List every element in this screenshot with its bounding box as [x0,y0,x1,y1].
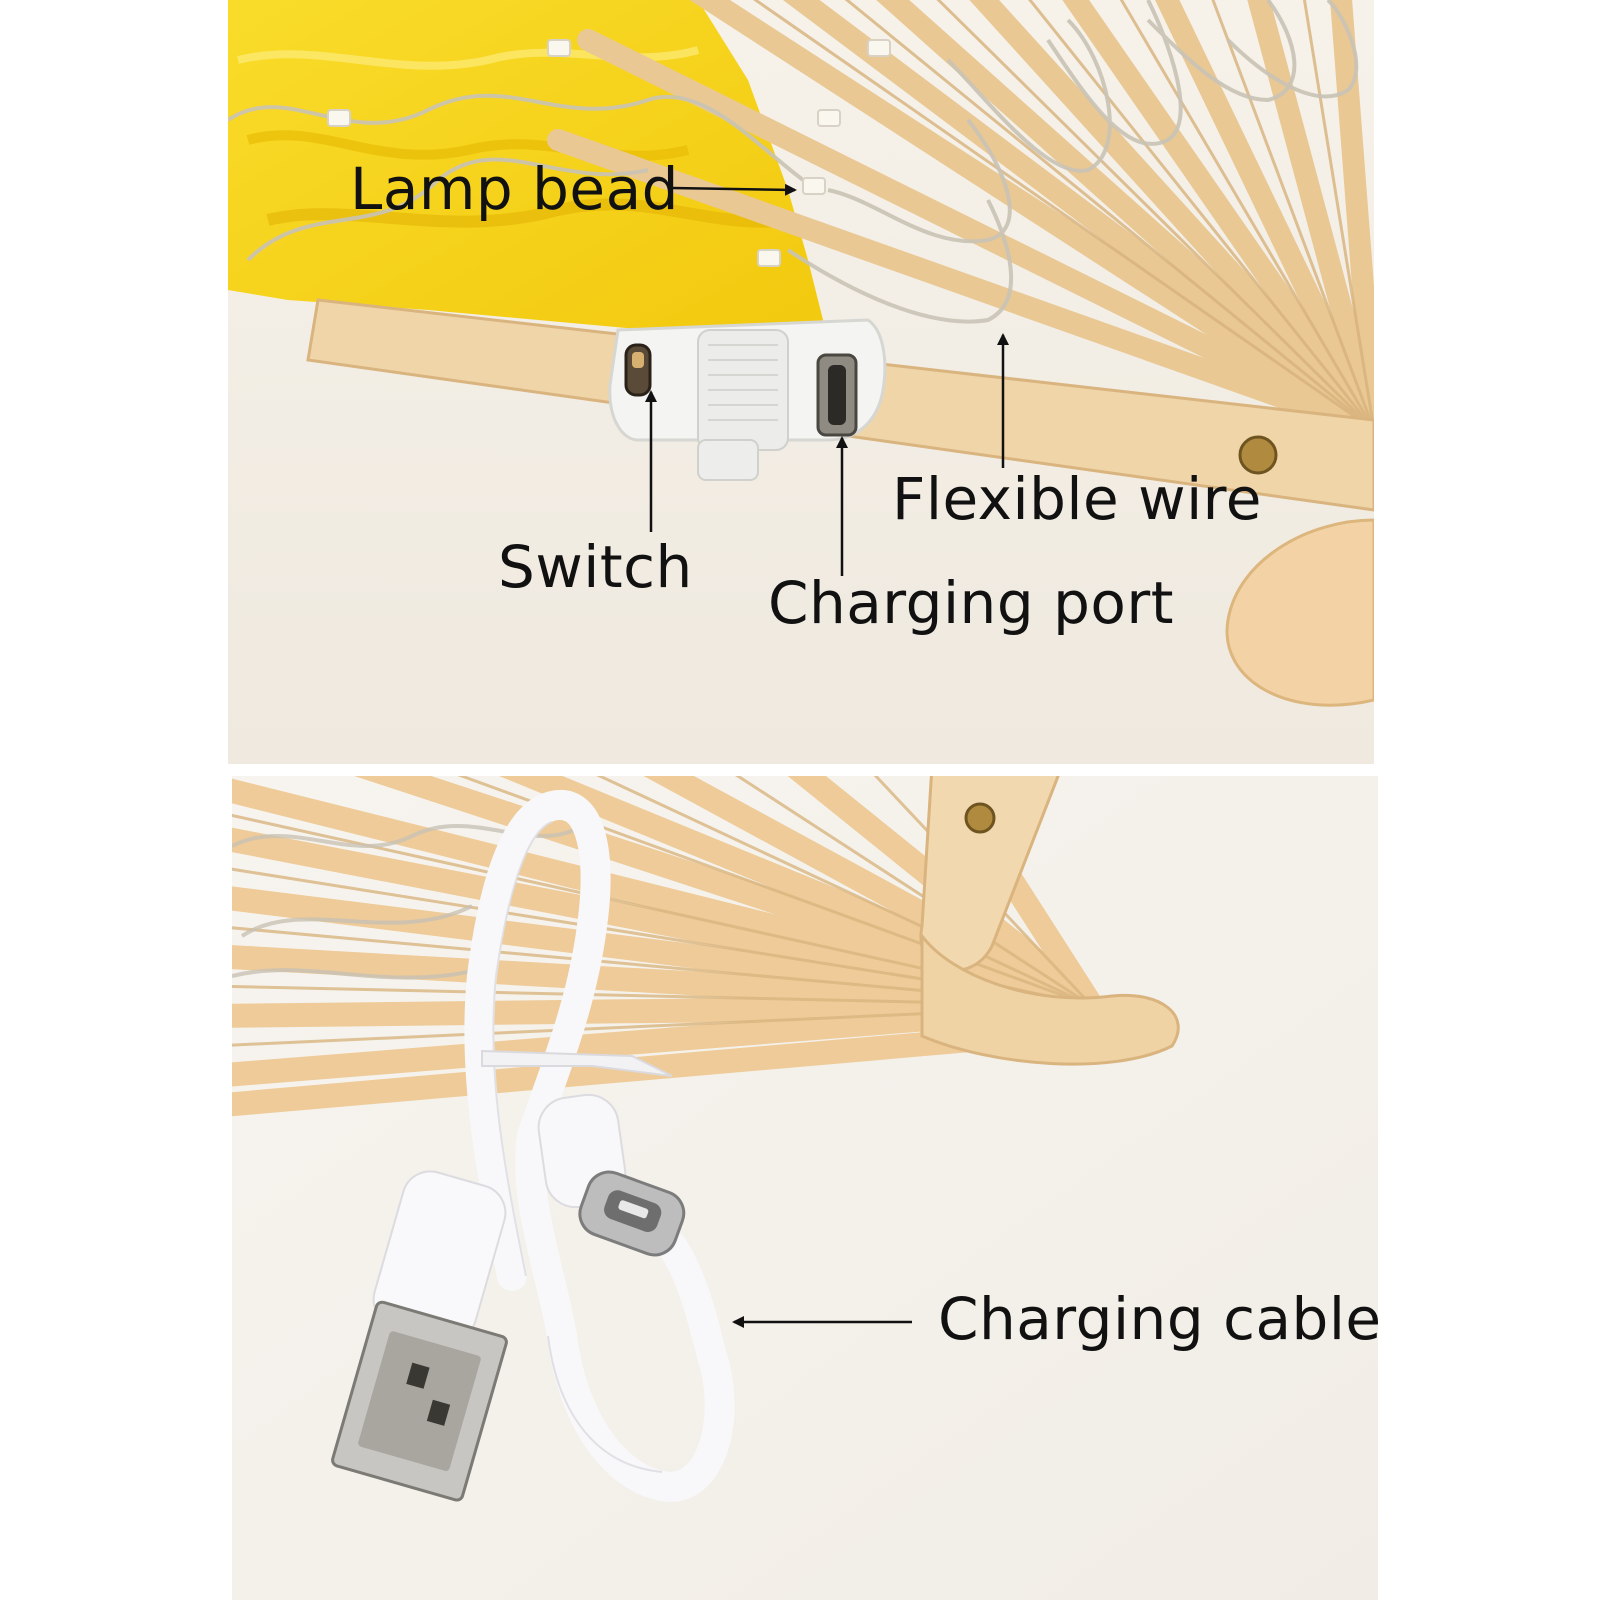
fan-end-piece [1225,518,1374,707]
charging-cable [464,790,735,1502]
charging-port-label: Charging port [768,569,1174,637]
led-beads [327,39,891,267]
rivet [964,802,996,834]
charging-cable-label: Charging cable [938,1285,1382,1353]
charging-cable-photo [232,776,1378,1600]
led-control-module [608,318,887,481]
lamp-bead-label: Lamp bead [350,155,679,223]
flexible-wire-label: Flexible wire [892,465,1262,533]
led-wire-loops [228,0,1359,324]
rivet [1238,435,1278,475]
fan-handle [920,931,1180,1066]
cable-tie [481,1049,673,1077]
usb-a-connector [331,1170,508,1502]
switch-label: Switch [498,533,693,601]
top-photo-panel [228,0,1374,764]
bottom-photo-panel [232,776,1378,1600]
usb-c-connector [537,1093,686,1257]
fan-closeup-photo [228,0,1374,764]
